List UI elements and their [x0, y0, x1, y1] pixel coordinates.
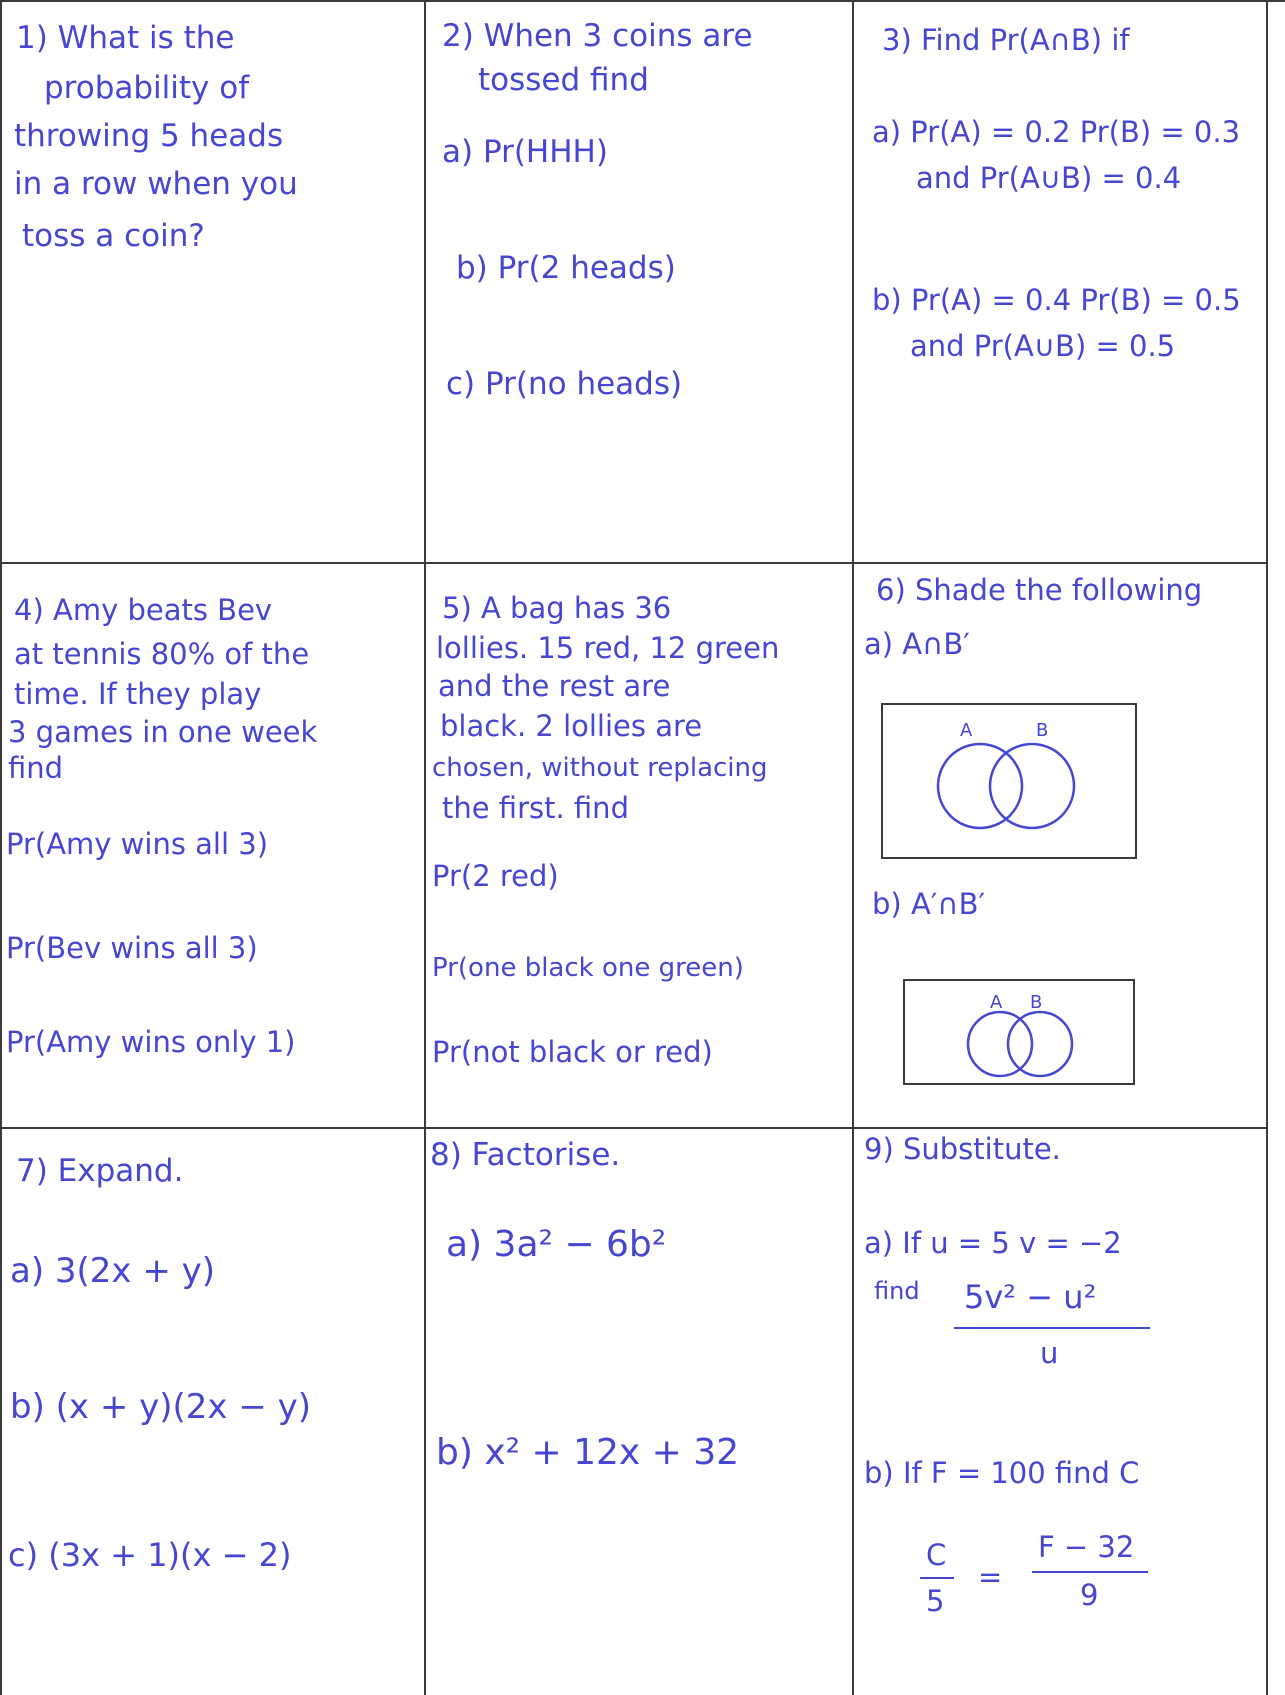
- grid-vertical-1: [424, 0, 426, 1695]
- q9-part-b-equals: =: [978, 1560, 1003, 1594]
- question-3-cell: 3) Find Pr(A∩B) if a) Pr(A) = 0.2 Pr(B) …: [854, 0, 1266, 562]
- q2-line-1: 2) When 3 coins are: [442, 18, 753, 54]
- q3-title: 3) Find Pr(A∩B) if: [882, 23, 1130, 57]
- venn-b-label-b: B: [1030, 992, 1042, 1013]
- q1-line-4: in a row when you: [14, 166, 298, 202]
- grid-vertical-2: [852, 0, 854, 1695]
- q4-part-c: Pr(Amy wins only 1): [6, 1025, 296, 1059]
- q9-title: 9) Substitute.: [864, 1132, 1061, 1166]
- q5-part-a: Pr(2 red): [432, 859, 559, 893]
- q9-part-b-lhs-denominator: 5: [926, 1584, 945, 1618]
- q4-part-a: Pr(Amy wins all 3): [6, 827, 269, 861]
- q8-part-a: a) 3a² − 6b²: [446, 1224, 667, 1265]
- venn-diagram-b: A B: [903, 979, 1135, 1085]
- q1-line-2: probability of: [44, 70, 250, 106]
- q9-part-a-find: find: [874, 1277, 920, 1305]
- venn-b-circle-a: [966, 1010, 1034, 1078]
- venn-b-circle-b: [1006, 1010, 1074, 1078]
- question-4-cell: 4) Amy beats Bev at tennis 80% of the ti…: [0, 564, 424, 1127]
- q6-part-b: b) A′∩B′: [872, 887, 986, 921]
- q9-part-b-rhs-fraction-bar: [1032, 1571, 1148, 1573]
- q3-part-a-line-2: and Pr(A∪B) = 0.4: [916, 161, 1182, 195]
- grid-left-border: [0, 0, 2, 1695]
- question-8-cell: 8) Factorise. a) 3a² − 6b² b) x² + 12x +…: [426, 1129, 852, 1695]
- q4-line-3: time. If they play: [14, 677, 262, 711]
- q2-line-2: tossed find: [478, 62, 649, 98]
- q8-part-b: b) x² + 12x + 32: [436, 1432, 740, 1473]
- q9-part-a-fraction-bar: [954, 1327, 1150, 1329]
- q5-line-2: lollies. 15 red, 12 green: [436, 631, 780, 665]
- venn-a-circle-b: [988, 742, 1076, 830]
- venn-a-universe: [881, 703, 1137, 859]
- q3-part-b-line-2: and Pr(A∪B) = 0.5: [910, 329, 1176, 363]
- question-1-cell: 1) What is the probability of throwing 5…: [0, 0, 424, 562]
- question-6-cell: 6) Shade the following a) A∩B′ A B b) A′…: [854, 564, 1266, 1127]
- q4-line-1: 4) Amy beats Bev: [14, 593, 273, 627]
- q1-line-5: toss a coin?: [22, 218, 205, 254]
- q9-part-b-lhs-fraction-bar: [920, 1577, 954, 1579]
- question-9-cell: 9) Substitute. a) If u = 5 v = −2 find 5…: [854, 1129, 1266, 1695]
- q4-line-5: find: [8, 751, 64, 785]
- question-5-cell: 5) A bag has 36 lollies. 15 red, 12 gree…: [426, 564, 852, 1127]
- q2-part-b: b) Pr(2 heads): [456, 250, 676, 286]
- q2-part-a: a) Pr(HHH): [442, 134, 608, 170]
- q2-part-c: c) Pr(no heads): [446, 366, 683, 402]
- question-2-cell: 2) When 3 coins are tossed find a) Pr(HH…: [426, 0, 852, 562]
- q5-line-3: and the rest are: [438, 669, 671, 703]
- q7-part-b: b) (x + y)(2x − y): [10, 1387, 312, 1427]
- q5-line-5: chosen, without replacing: [432, 753, 768, 783]
- q7-part-c: c) (3x + 1)(x − 2): [8, 1536, 292, 1574]
- venn-b-universe: [903, 979, 1135, 1085]
- q6-part-a: a) A∩B′: [864, 627, 970, 661]
- q5-part-c: Pr(not black or red): [432, 1035, 713, 1069]
- q5-line-6: the first. find: [442, 791, 629, 825]
- grid-top-border: [0, 0, 1285, 2]
- q5-part-b: Pr(one black one green): [432, 953, 744, 983]
- q4-line-2: at tennis 80% of the: [14, 637, 310, 671]
- q9-part-b-lhs-numerator: C: [926, 1538, 947, 1572]
- q8-title: 8) Factorise.: [430, 1137, 621, 1173]
- grid-right-border: [1266, 0, 1268, 1695]
- q6-title: 6) Shade the following: [876, 573, 1203, 607]
- q3-part-b-line-1: b) Pr(A) = 0.4 Pr(B) = 0.5: [872, 283, 1241, 317]
- question-7-cell: 7) Expand. a) 3(2x + y) b) (x + y)(2x − …: [0, 1129, 424, 1695]
- q9-part-b-rhs-denominator: 9: [1080, 1578, 1099, 1612]
- venn-a-label-a: A: [960, 720, 973, 741]
- q9-part-a-line-1: a) If u = 5 v = −2: [864, 1226, 1122, 1260]
- q5-line-1: 5) A bag has 36: [442, 591, 672, 625]
- venn-diagram-a: A B: [881, 703, 1137, 859]
- q1-line-3: throwing 5 heads: [14, 118, 284, 154]
- q4-line-4: 3 games in one week: [8, 715, 318, 749]
- venn-a-label-b: B: [1036, 720, 1048, 741]
- q9-part-a-denominator: u: [1040, 1336, 1059, 1370]
- q3-part-a-line-1: a) Pr(A) = 0.2 Pr(B) = 0.3: [872, 115, 1241, 149]
- q7-part-a: a) 3(2x + y): [10, 1251, 216, 1291]
- q1-line-1: 1) What is the: [16, 20, 235, 56]
- q7-title: 7) Expand.: [16, 1153, 184, 1189]
- q5-line-4: black. 2 lollies are: [440, 709, 703, 743]
- venn-a-circle-a: [936, 742, 1024, 830]
- venn-b-label-a: A: [990, 992, 1003, 1013]
- grid-horizontal-1: [0, 562, 1268, 564]
- q9-part-b-rhs-numerator: F − 32: [1038, 1530, 1135, 1564]
- q4-part-b: Pr(Bev wins all 3): [6, 931, 258, 965]
- grid-horizontal-2: [0, 1127, 1268, 1129]
- q9-part-b-line-1: b) If F = 100 find C: [864, 1456, 1140, 1490]
- q9-part-a-numerator: 5v² − u²: [964, 1278, 1097, 1316]
